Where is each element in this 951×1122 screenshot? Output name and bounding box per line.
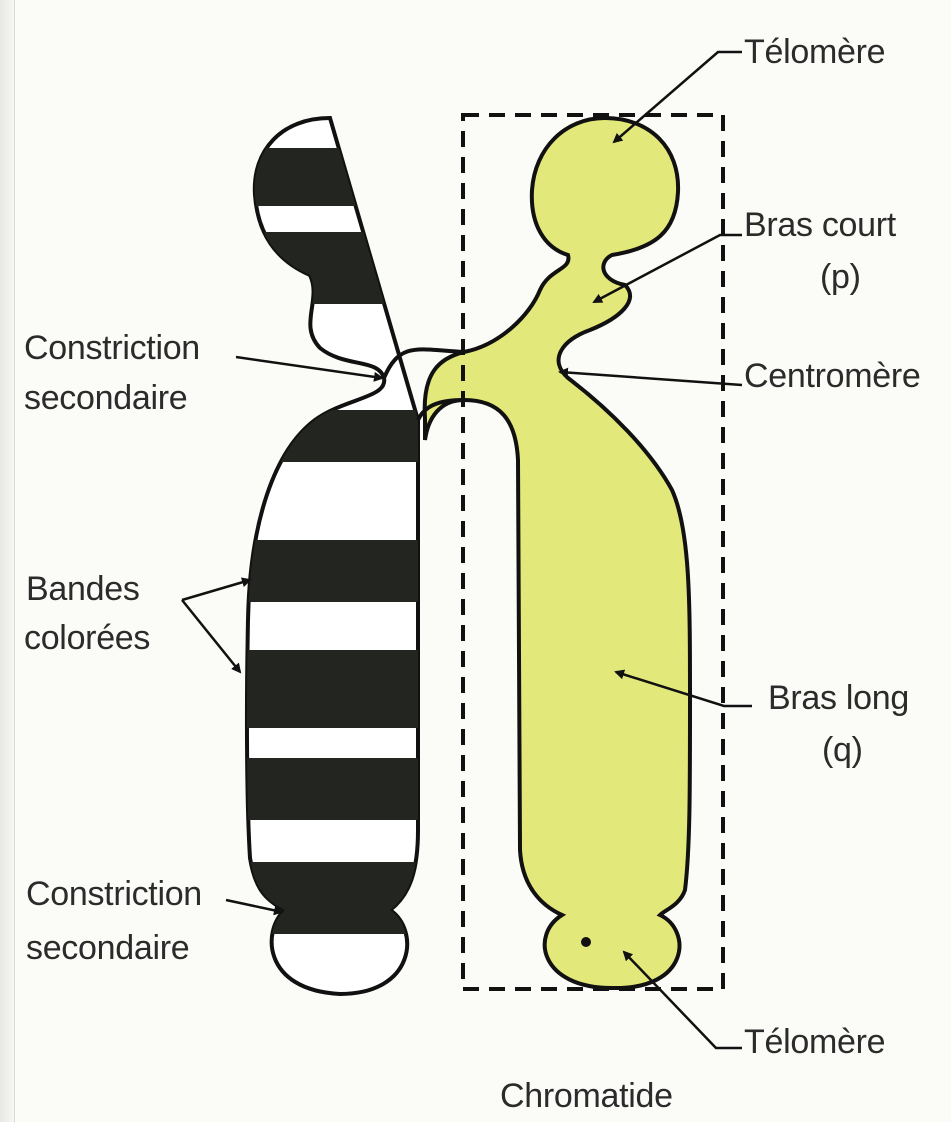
colored-bands [230,148,430,934]
label-constriction-top: Constriction [24,326,200,370]
label-telomere-bottom: Télomère [744,1020,885,1064]
label-bandes-colorees: colorées [24,616,150,660]
arrow-centromere [560,372,742,385]
left-chromatid [230,118,430,994]
label-bras-court-p: (p) [820,255,861,299]
band [230,232,430,304]
arrow-bandes-1 [182,580,250,600]
label-constriction-top-2: secondaire [24,376,187,420]
band [230,410,430,462]
label-bras-court: Bras court [744,203,896,247]
arrow-bandes-2 [182,600,240,672]
label-constriction-bottom-2: secondaire [26,926,189,970]
label-telomere-top: Télomère [744,30,885,74]
label-constriction-bottom: Constriction [26,872,202,916]
band [230,650,430,728]
label-bras-long-q: (q) [822,728,863,772]
label-centromere: Centromère [744,354,921,398]
label-bras-long: Bras long [768,676,909,720]
band [230,758,430,820]
label-bandes: Bandes [26,567,140,611]
telomere-dot [581,937,591,947]
band [230,540,430,602]
label-chromatide: Chromatide [500,1074,673,1118]
band [230,862,430,934]
